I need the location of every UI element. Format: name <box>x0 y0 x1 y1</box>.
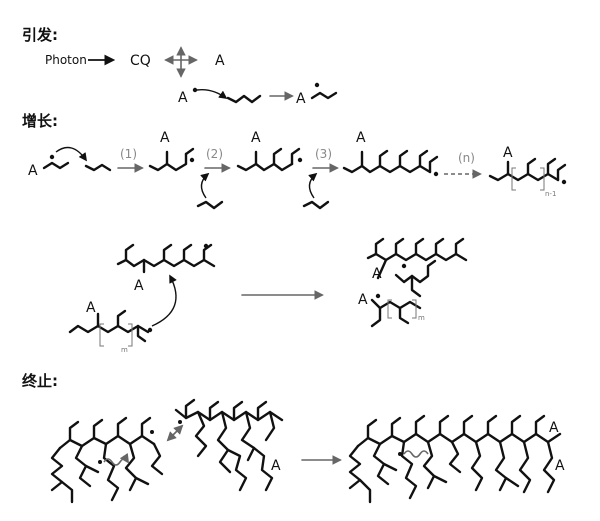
chainn-radical-dot <box>561 179 567 185</box>
branch-bottom-a-label: A <box>86 300 96 316</box>
term-product-a-bottom-label: A <box>555 458 565 474</box>
chain3-a-label: A <box>356 130 366 146</box>
chain-2 <box>236 162 294 172</box>
step-3-monomer-arrow <box>308 172 318 199</box>
section-title-propagation: 增长: <box>22 112 58 130</box>
termination-product-network <box>348 414 562 504</box>
branch-subscript: m <box>121 346 128 354</box>
chain2-radical-dot <box>297 157 303 163</box>
chain-1 <box>148 152 188 172</box>
termination-network-right <box>166 398 284 492</box>
product-a-label: A <box>296 91 306 107</box>
step-1: (1) <box>120 147 137 161</box>
termination-network-left <box>50 416 164 504</box>
monomer-init <box>226 94 262 104</box>
amine-label: A <box>215 53 225 69</box>
chain-n <box>488 172 560 182</box>
branch-top-a-label: A <box>134 278 144 294</box>
section-title-initiation: 引发: <box>22 26 58 44</box>
cq-label: CQ <box>130 53 151 69</box>
branching-product <box>366 237 468 328</box>
chain-3 <box>342 164 432 174</box>
term-left-a-label: A <box>271 458 281 474</box>
step-2-monomer <box>196 200 224 210</box>
section-title-termination: 终止: <box>22 372 58 390</box>
chainn-bracket-right <box>540 167 545 191</box>
product-bottom-a-label: A <box>358 292 368 308</box>
chainn-a-label: A <box>503 145 513 161</box>
step-2-monomer-arrow <box>200 172 210 199</box>
prop-a-label: A <box>28 163 38 179</box>
step-2: (2) <box>206 147 223 161</box>
chainn-subscript: n-1 <box>545 190 556 198</box>
prop-initiator-radical <box>42 161 70 170</box>
branching-reactants <box>68 243 216 347</box>
chain3-radical-dot <box>433 171 439 177</box>
prop-attack-arrow <box>55 146 87 162</box>
excitation-cross-arrows <box>164 46 198 78</box>
prop-radical-dot <box>49 154 55 160</box>
step-3-monomer <box>302 200 330 210</box>
product-top-a-label: A <box>372 266 382 282</box>
radical-attack-arrow <box>196 88 228 99</box>
term-product-a-top-label: A <box>549 420 559 436</box>
radical-dot <box>192 87 198 93</box>
chainn-bracket-left <box>511 167 516 191</box>
step-3: (3) <box>315 147 332 161</box>
product-subscript: m <box>418 314 425 322</box>
initiated-radical <box>310 91 338 100</box>
step-n: (n) <box>458 151 475 165</box>
chain2-a-label: A <box>251 130 261 146</box>
photon-label: Photon <box>45 53 87 67</box>
prop-monomer <box>84 163 112 172</box>
chain1-a-label: A <box>160 130 170 146</box>
product-radical-dot <box>314 82 320 88</box>
chain1-radical-dot <box>189 157 195 163</box>
radical-a-label: A <box>178 90 188 106</box>
